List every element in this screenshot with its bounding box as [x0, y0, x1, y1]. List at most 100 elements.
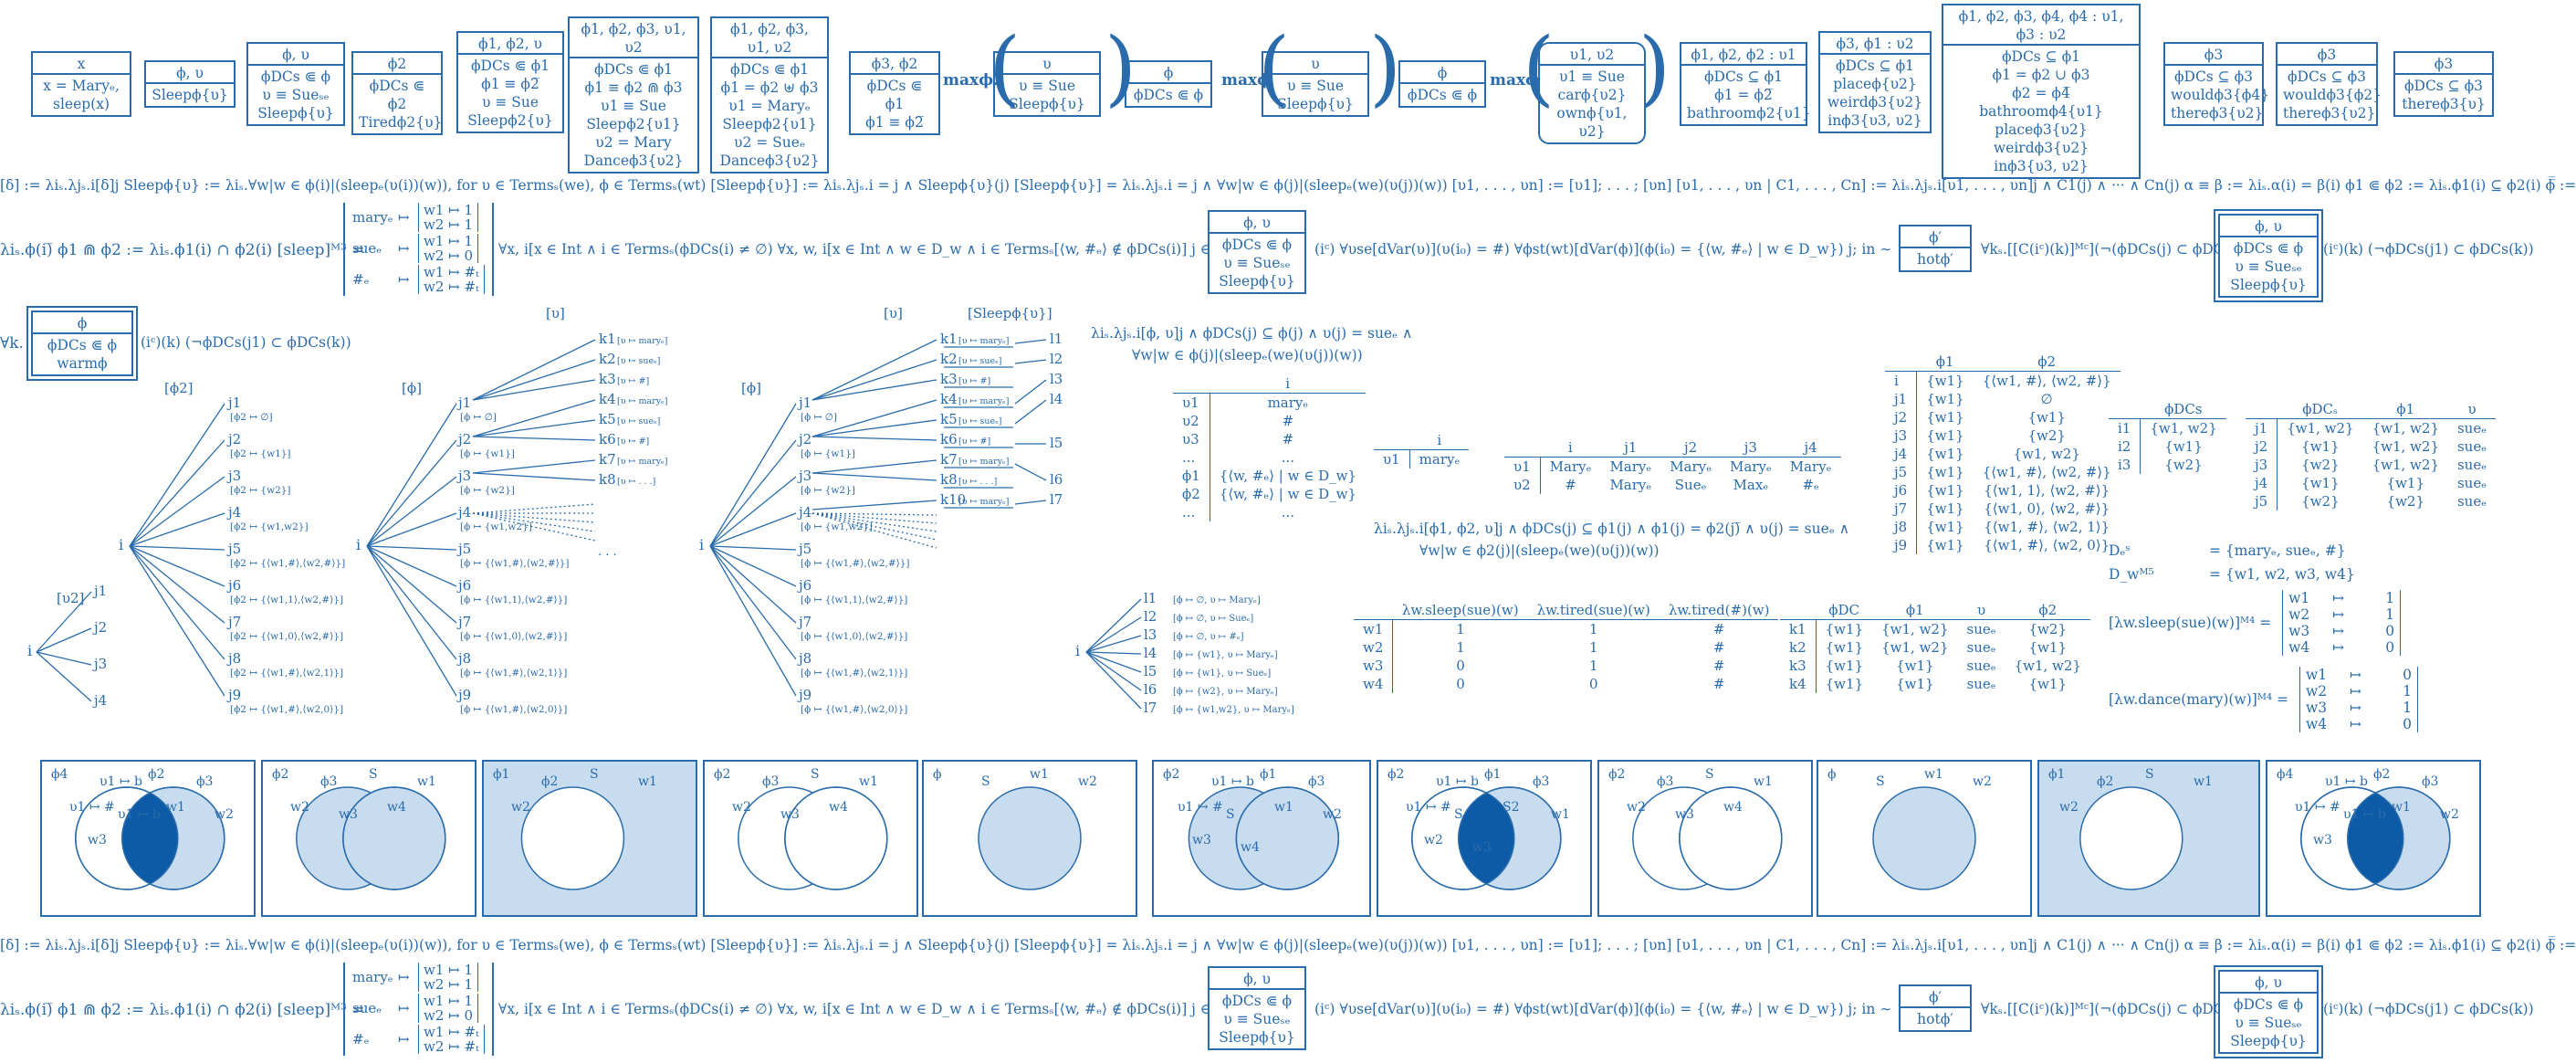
table-cell: sueₑ: [1966, 658, 1996, 674]
table-header: υ: [2447, 400, 2497, 419]
table-cell: Maryₑ: [1609, 477, 1652, 493]
table-cell: {w1}: [2028, 676, 2067, 692]
table-header: [1374, 431, 1410, 450]
formula-row-2b: ∀x, i[x ∈ Int ∧ i ∈ Termsₛ(ϕDCs(i) ≠ ∅) …: [498, 1001, 1211, 1017]
tree-node-label: j7: [797, 614, 812, 630]
venn-label: S: [369, 767, 378, 782]
tree-edge: [366, 545, 457, 624]
tree-node-label: j3: [92, 656, 107, 672]
matrix-cell: w2: [2288, 606, 2310, 623]
tree-node-label: j8: [226, 650, 241, 667]
entity-label: maryₑ: [352, 969, 393, 985]
world-value: w1 ↦ 1: [424, 962, 474, 978]
venn-label: w1: [417, 774, 436, 789]
open-paren: (: [1258, 20, 1291, 116]
box-condition: υ ≡ Sueₛₑ: [262, 87, 330, 103]
tree-edge: [709, 545, 797, 624]
box-header: ϕ1, ϕ2, ϕ2 : υ1: [1681, 46, 1806, 66]
table-cell: sueₑ: [1966, 621, 1996, 637]
open-paren: (: [1523, 20, 1555, 116]
formula-line: λiₛ.λjₛ.i[ϕ, υ]j ∧ ϕDCs(j) ⊆ ϕ(j) ∧ υ(j)…: [1091, 325, 1413, 342]
box-condition: ϕDCs ⊆ ϕ3: [2173, 68, 2254, 85]
tree-node-annotation: [υ ↦ maryₑ]: [958, 457, 1009, 467]
box-condition: bathroomϕ2{υ1}: [1687, 105, 1811, 121]
matrix-cell: ↦: [2349, 700, 2361, 716]
table-header: [1885, 353, 1917, 372]
matrix-cell: ↦: [2332, 590, 2345, 606]
world-value: w2 ↦ 1: [424, 976, 474, 993]
table-header: i: [1540, 438, 1601, 458]
venn-outline: [1411, 786, 1515, 890]
table-cell: {w1, w2}: [1881, 639, 1949, 656]
formula-row-2b: ∀x, i[x ∈ Int ∧ i ∈ Termsₛ(ϕDCs(i) ≠ ∅) …: [498, 241, 1211, 258]
table-cell: {w1}: [2027, 409, 2066, 426]
venn-label: S: [1876, 774, 1885, 789]
venn-label: ϕ3: [1533, 774, 1549, 789]
table-row: k3{w1}{w1}sueₑ{w1, w2}: [1780, 657, 2090, 675]
venn-label: υ1 ↦ #: [1406, 800, 1451, 815]
matrix-cell: 0: [2403, 716, 2412, 732]
tree-node-label: j4: [226, 504, 241, 521]
domain-value: = {w1, w2, w3, w4}: [2209, 566, 2355, 583]
table-header: λw.sleep(sue)(w): [1392, 601, 1528, 620]
box-condition: υ ≡ Sueₛₑ: [1223, 1011, 1291, 1027]
table-cell: {⟨w1, #⟩, ⟨w2, 1⟩}: [1984, 519, 2110, 535]
matrix-cell: w1: [2305, 667, 2328, 683]
tree-node-label: k5: [599, 411, 616, 427]
tree-edge: [812, 339, 937, 401]
venn-label: S: [1454, 807, 1463, 822]
box-condition: ϕDCs ⋐ ϕ1: [729, 61, 810, 78]
tree-node-label: j3: [456, 468, 471, 484]
table-row: j9{w1}{⟨w1, #⟩, ⟨w2, 0⟩}: [1885, 536, 2120, 554]
tree-node-annotation: [ϕ ↦ {w1}]: [801, 448, 855, 459]
table-header: [1780, 601, 1817, 620]
box-condition: ϕDCs ⋐ ϕ: [1407, 87, 1478, 103]
tree-node-annotation: [ϕ ↦ {w2}]: [801, 485, 855, 496]
matrix-cell: 0: [2403, 667, 2412, 683]
venn-label: S: [981, 774, 990, 789]
venn-label: w1: [1754, 774, 1773, 789]
tree-node-annotation: [ϕ ↦ {⟨w1,#⟩,⟨w2,0⟩}]: [801, 704, 907, 715]
matrix-cell: w4: [2305, 716, 2328, 732]
table-cell: ϕ2: [1173, 485, 1210, 503]
matrix-cell: w3: [2305, 700, 2328, 716]
tree-edge: [812, 379, 937, 401]
table-cell: j3: [1885, 426, 1918, 445]
venn-label: w4: [1241, 840, 1260, 855]
box-header: ϕ1, ϕ2, υ: [458, 35, 562, 55]
box-condition: placeϕ3{υ2}: [1995, 121, 2088, 138]
entity-label: sueₑ: [352, 1000, 382, 1016]
box-condition: x = Maryₑ,: [43, 78, 120, 94]
venn-label: w3: [780, 807, 800, 822]
table-cell: j5: [1885, 463, 1918, 481]
matrix-cell: ↦: [2332, 606, 2345, 623]
formula-row-2e: (iᶜ)(k) (¬ϕDCs(j1) ⊂ ϕDCs(k)): [2323, 1001, 2534, 1017]
tree-node-annotation: [υ ↦ maryₑ]: [958, 497, 1009, 507]
venn-outline: [121, 786, 225, 890]
tree-edge: [709, 439, 797, 547]
tree-edge: [129, 439, 225, 547]
table-cell: 1: [1456, 621, 1465, 637]
table-cell: {⟨w, #ₑ⟩ | w ∈ D_w}: [1219, 486, 1356, 502]
tree-edge: [366, 545, 457, 587]
box-condition: ownϕ{υ1, υ2}: [1556, 105, 1628, 140]
tree-edge: [1014, 359, 1047, 364]
table-cell: {w2}: [2028, 621, 2067, 637]
formula-row-2a: λiₛ.ϕ(i)̅ ϕ1 ⋒ ϕ2 := λiₛ.ϕ1(i) ∩ ϕ2(i) […: [0, 241, 365, 259]
table-cell: sueₑ: [2456, 457, 2487, 473]
tree-node-annotation: [ϕ ↦ ∅]: [460, 412, 497, 423]
tree-node-label: l4: [1050, 391, 1063, 407]
tree-node-annotation: [ϕ ↦ ∅, υ ↦ Maryₑ]: [1173, 595, 1261, 605]
